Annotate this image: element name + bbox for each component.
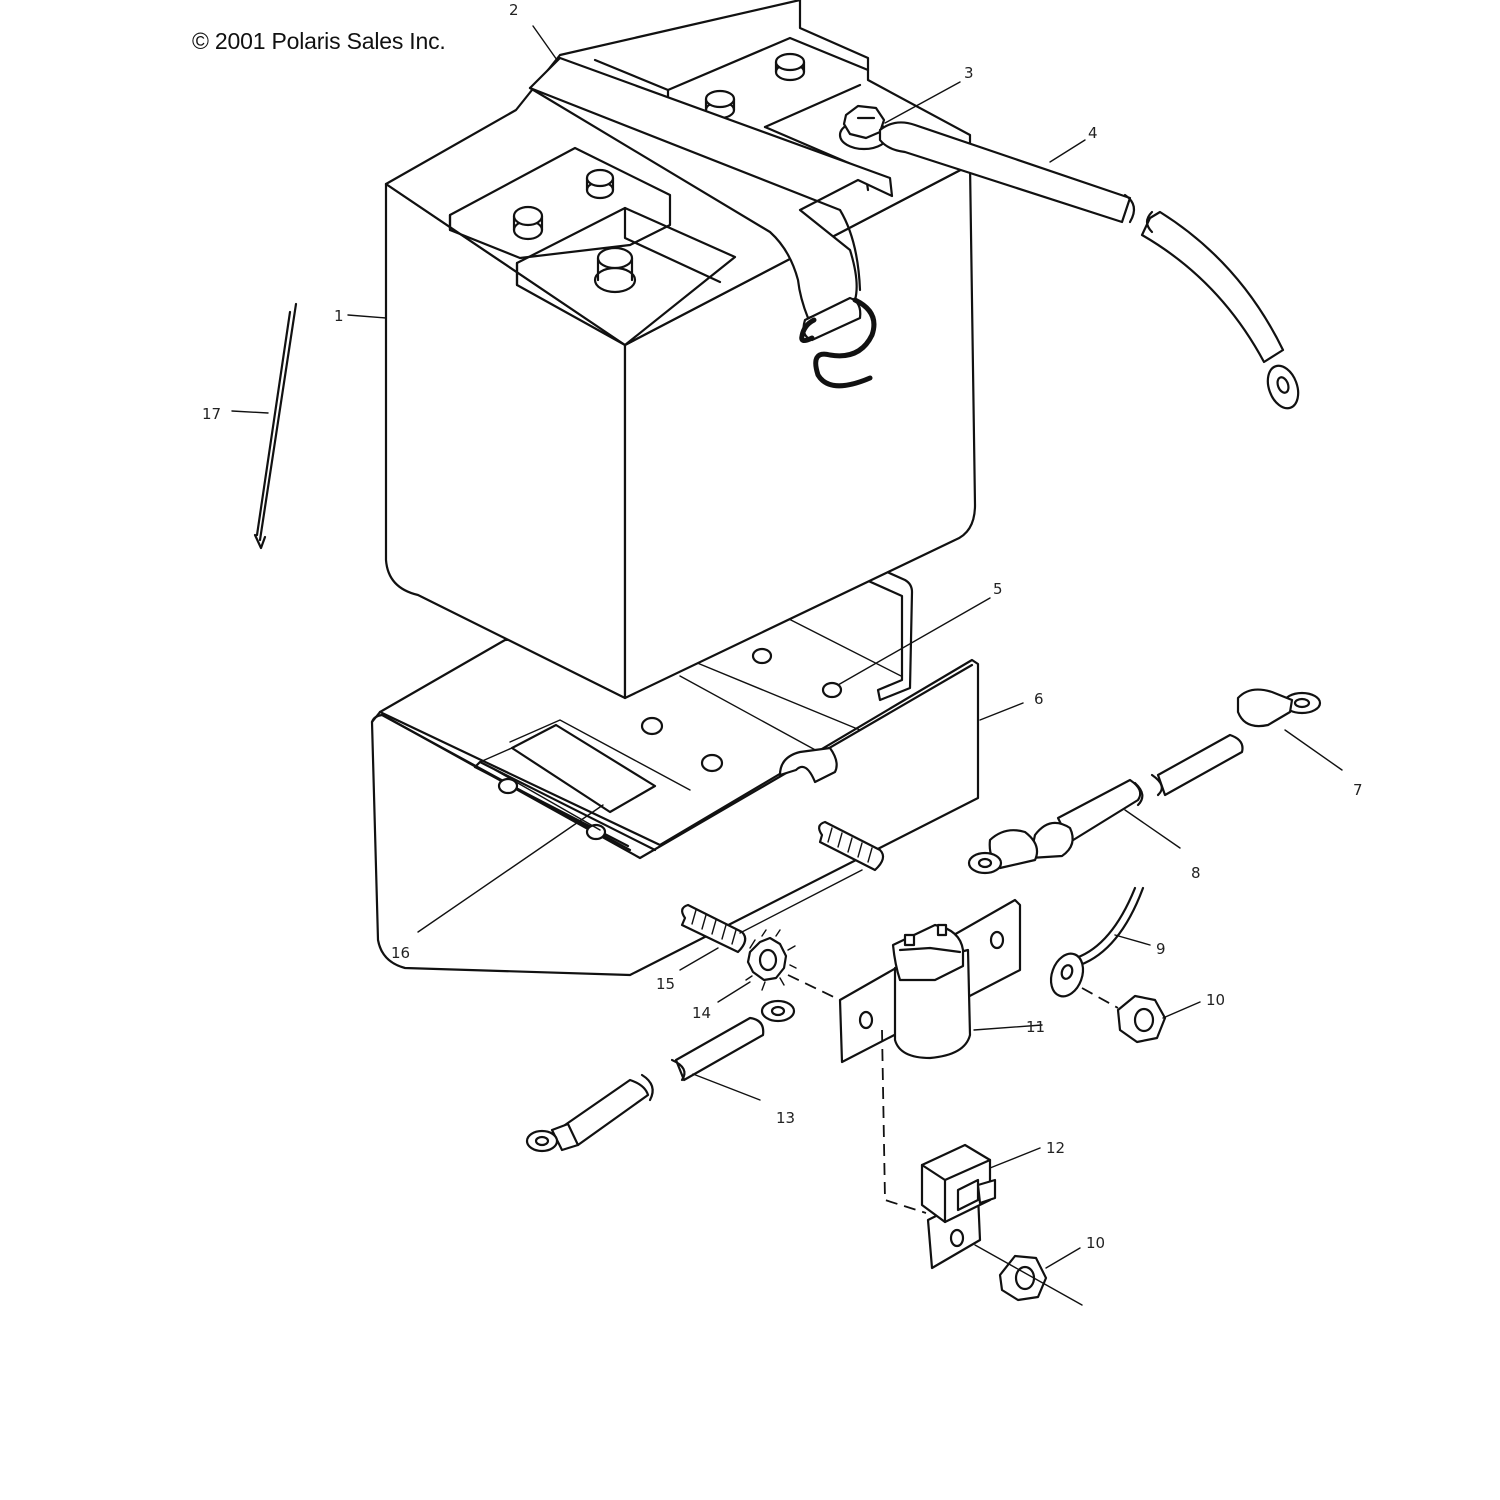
- callout-16: 16: [391, 944, 411, 962]
- callout-3: 3: [964, 64, 974, 82]
- ground-cable: [967, 688, 1322, 875]
- callout-15: 15: [656, 975, 676, 993]
- hex-nut: [998, 1254, 1048, 1302]
- battery-pad: [494, 723, 657, 831]
- stud: [818, 820, 885, 872]
- callout-7: 7: [1353, 781, 1363, 799]
- hold-down-strap: [528, 56, 894, 389]
- callout-12: 12: [1046, 1139, 1066, 1157]
- callout-6: 6: [1034, 690, 1044, 708]
- lead-wire: [1049, 886, 1145, 998]
- callout-13: 13: [776, 1109, 796, 1127]
- star-washer: [745, 929, 797, 991]
- terminal-bolt: [838, 104, 890, 151]
- assembly-lines: [739, 869, 1119, 1306]
- battery: [384, 0, 977, 700]
- cell-cap: [512, 205, 544, 241]
- callout-4: 4: [1088, 124, 1098, 142]
- callout-8: 8: [1191, 864, 1201, 882]
- callout-2: 2: [509, 1, 519, 19]
- cell-cap: [585, 168, 615, 200]
- callout-10-upper: 10: [1206, 991, 1226, 1009]
- positive-cable: [878, 121, 1300, 410]
- starter-cable: [525, 999, 796, 1153]
- callout-11: 11: [1026, 1018, 1046, 1036]
- cell-cap: [774, 52, 806, 82]
- callout-14: 14: [692, 1004, 712, 1022]
- starter-solenoid: [838, 898, 1022, 1064]
- callout-9: 9: [1156, 940, 1166, 958]
- callout-5: 5: [993, 580, 1003, 598]
- positive-terminal: [593, 246, 637, 294]
- callout-10-lower: 10: [1086, 1234, 1106, 1252]
- copyright-notice: © 2001 Polaris Sales Inc.: [192, 28, 446, 54]
- callout-1: 1: [334, 307, 344, 325]
- hex-nut: [1116, 994, 1167, 1044]
- vent-tube: [253, 302, 298, 550]
- callout-17: 17: [202, 405, 222, 423]
- leader-lines: [231, 25, 1343, 1269]
- circuit-breaker: [920, 1143, 997, 1270]
